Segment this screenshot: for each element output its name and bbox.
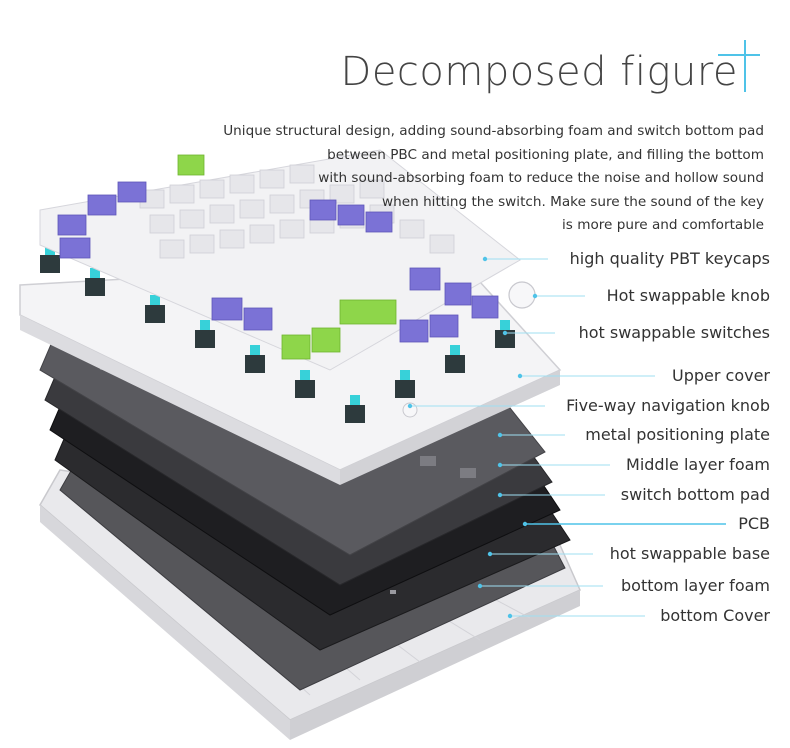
callout-pcb: PCB [738,514,770,533]
callout-lines [410,258,726,617]
callout-hot-swappable-switches: hot swappable switches [578,323,770,342]
description-line: between PBC and metal positioning plate,… [327,146,764,163]
page-title: Decomposed figure [340,49,738,95]
callout-middle-layer-foam: Middle layer foam [626,455,770,474]
callout-dots [407,256,538,619]
description-line: with sound-absorbing foam to reduce the … [318,170,764,187]
callout-bottom-cover: bottom Cover [660,606,770,625]
callout-hot-swappable-base: hot swappable base [609,544,770,563]
description-line: Unique structural design, adding sound-a… [223,123,764,139]
switch-row [40,245,515,423]
callout-five-way-navigation-knob: Five-way navigation knob [566,396,770,415]
title-accent-cross-icon [718,40,760,92]
description-line: when hitting the switch. Make sure the s… [382,193,764,210]
description-line: is more pure and comfortable [562,217,764,234]
callout-pbt-keycaps: high quality PBT keycaps [569,249,770,268]
callout-upper-cover: Upper cover [671,366,770,385]
callout-metal-positioning-plate: metal positioning plate [585,425,770,444]
keycap-layer [39,149,536,418]
callout-hot-swappable-knob: Hot swappable knob [606,286,770,305]
callout-bottom-layer-foam: bottom layer foam [621,576,770,595]
description-paragraph: Unique structural design, adding sound-a… [164,120,764,238]
callout-switch-bottom-pad: switch bottom pad [620,485,770,504]
